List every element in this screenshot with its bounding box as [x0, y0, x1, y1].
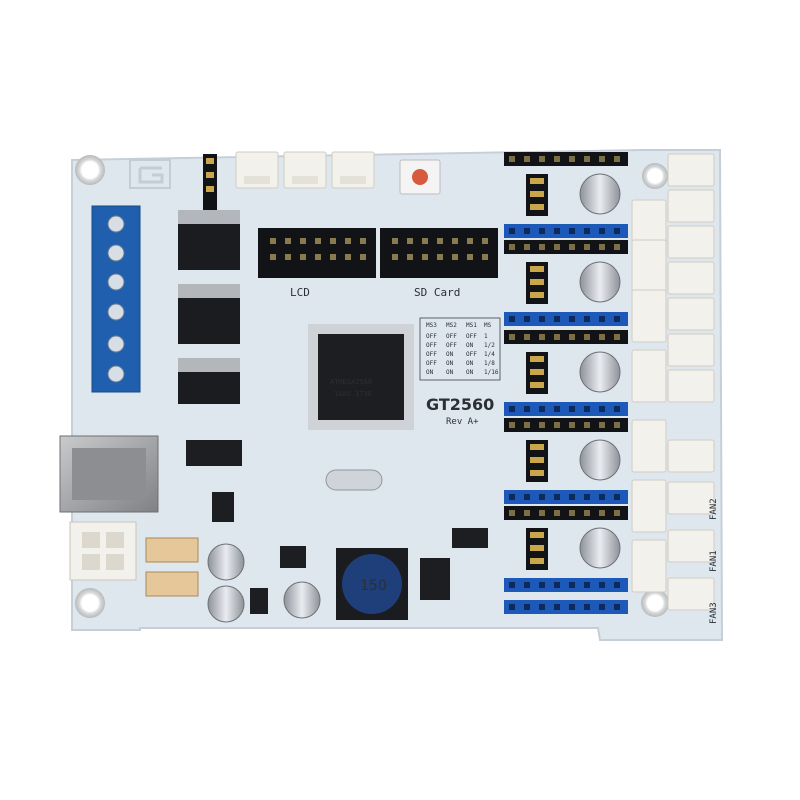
- jumper-table-cell: 1/4: [484, 351, 495, 358]
- misc-ics: [186, 440, 488, 614]
- jst-connector: [631, 479, 667, 533]
- jumper-table-header: MS2: [446, 322, 457, 329]
- top-jst-connectors: [235, 151, 375, 189]
- mcu-marking-line2: 16AU 1736: [334, 390, 372, 398]
- jumper-table-cell: ON: [446, 351, 454, 358]
- lcd-sd-headers: LCD SD Card: [258, 228, 498, 299]
- stepper-driver-sockets: [504, 152, 628, 614]
- power-input-connector: [69, 521, 137, 581]
- driver-socket: [504, 240, 628, 326]
- fan2-label: FAN2: [709, 498, 719, 520]
- electrolytic-capacitor: [283, 581, 321, 619]
- jst-connector: [667, 297, 715, 331]
- jst-connector: [631, 349, 667, 403]
- electrolytic-capacitor: [207, 585, 245, 623]
- sd-card-label: SD Card: [414, 286, 460, 299]
- jumper-table-cell: ON: [426, 369, 434, 376]
- mcu-chip: ATMEGA2560 16AU 1736: [308, 324, 414, 430]
- driver-socket: [504, 330, 628, 416]
- lcd-label: LCD: [290, 286, 310, 299]
- jumper-table-header: MS3: [426, 322, 437, 329]
- jumper-table-header: MS1: [466, 322, 477, 329]
- jumper-table-cell: OFF: [466, 333, 477, 340]
- jumper-table-cell: ON: [466, 360, 474, 367]
- driver-socket-bottom: [504, 600, 628, 614]
- jst-connector: [667, 439, 715, 473]
- jumper-table-cell: 1: [484, 333, 488, 340]
- electrolytic-capacitor: [207, 543, 245, 581]
- jst-connector: [667, 333, 715, 367]
- capacitors: [207, 543, 321, 623]
- pin-header-top: [203, 154, 217, 210]
- usb-b-connector: [59, 435, 159, 513]
- fan3-label: FAN3: [709, 602, 719, 624]
- jst-connector: [667, 225, 715, 259]
- mcu-marking-line1: ATMEGA2560: [330, 378, 372, 386]
- jumper-table-cell: 1/2: [484, 342, 495, 349]
- jst-connector: [667, 481, 715, 515]
- mosfets: [178, 210, 240, 404]
- jumper-table-cell: OFF: [446, 342, 457, 349]
- screw-terminal: [91, 205, 141, 393]
- reset-button: [399, 159, 441, 195]
- jumper-table-cell: OFF: [426, 342, 437, 349]
- jumper-table-header: MS: [484, 322, 492, 329]
- inductor: 150: [336, 548, 408, 620]
- jst-connector: [631, 539, 667, 593]
- mounting-holes: [75, 155, 669, 618]
- jst-connector: [667, 529, 715, 563]
- jumper-table-cell: ON: [446, 360, 454, 367]
- jst-connector: [667, 189, 715, 223]
- jst-connector: [631, 289, 667, 343]
- crystal: [325, 469, 383, 491]
- jst-connector: [667, 369, 715, 403]
- jumper-table-cell: 1/16: [484, 369, 499, 376]
- driver-socket: [504, 418, 628, 504]
- inductor-marking: 150: [360, 578, 387, 594]
- jst-connector: [667, 153, 715, 187]
- driver-socket: [504, 506, 628, 592]
- jumper-table-cell: ON: [466, 342, 474, 349]
- jumper-table-cell: OFF: [426, 333, 437, 340]
- jumper-table-cell: OFF: [426, 360, 437, 367]
- fan1-label: FAN1: [709, 550, 719, 572]
- jumper-table-cell: OFF: [426, 351, 437, 358]
- brand-logo: [129, 159, 171, 189]
- jumper-table-cell: ON: [466, 369, 474, 376]
- jst-connector: [631, 419, 667, 473]
- driver-socket: [504, 152, 628, 238]
- model-label: GT2560: [426, 395, 494, 414]
- fuses: [145, 537, 199, 597]
- jst-connector: [667, 577, 715, 611]
- jumper-table-cell: OFF: [446, 333, 457, 340]
- jst-connector: [667, 261, 715, 295]
- jst-connector: [631, 239, 667, 293]
- jumper-table-cell: OFF: [466, 351, 477, 358]
- jumper-table-cell: 1/8: [484, 360, 495, 367]
- jumper-table-cell: ON: [446, 369, 454, 376]
- revision-label: Rev A+: [446, 417, 479, 427]
- right-jst-connectors: [631, 153, 715, 611]
